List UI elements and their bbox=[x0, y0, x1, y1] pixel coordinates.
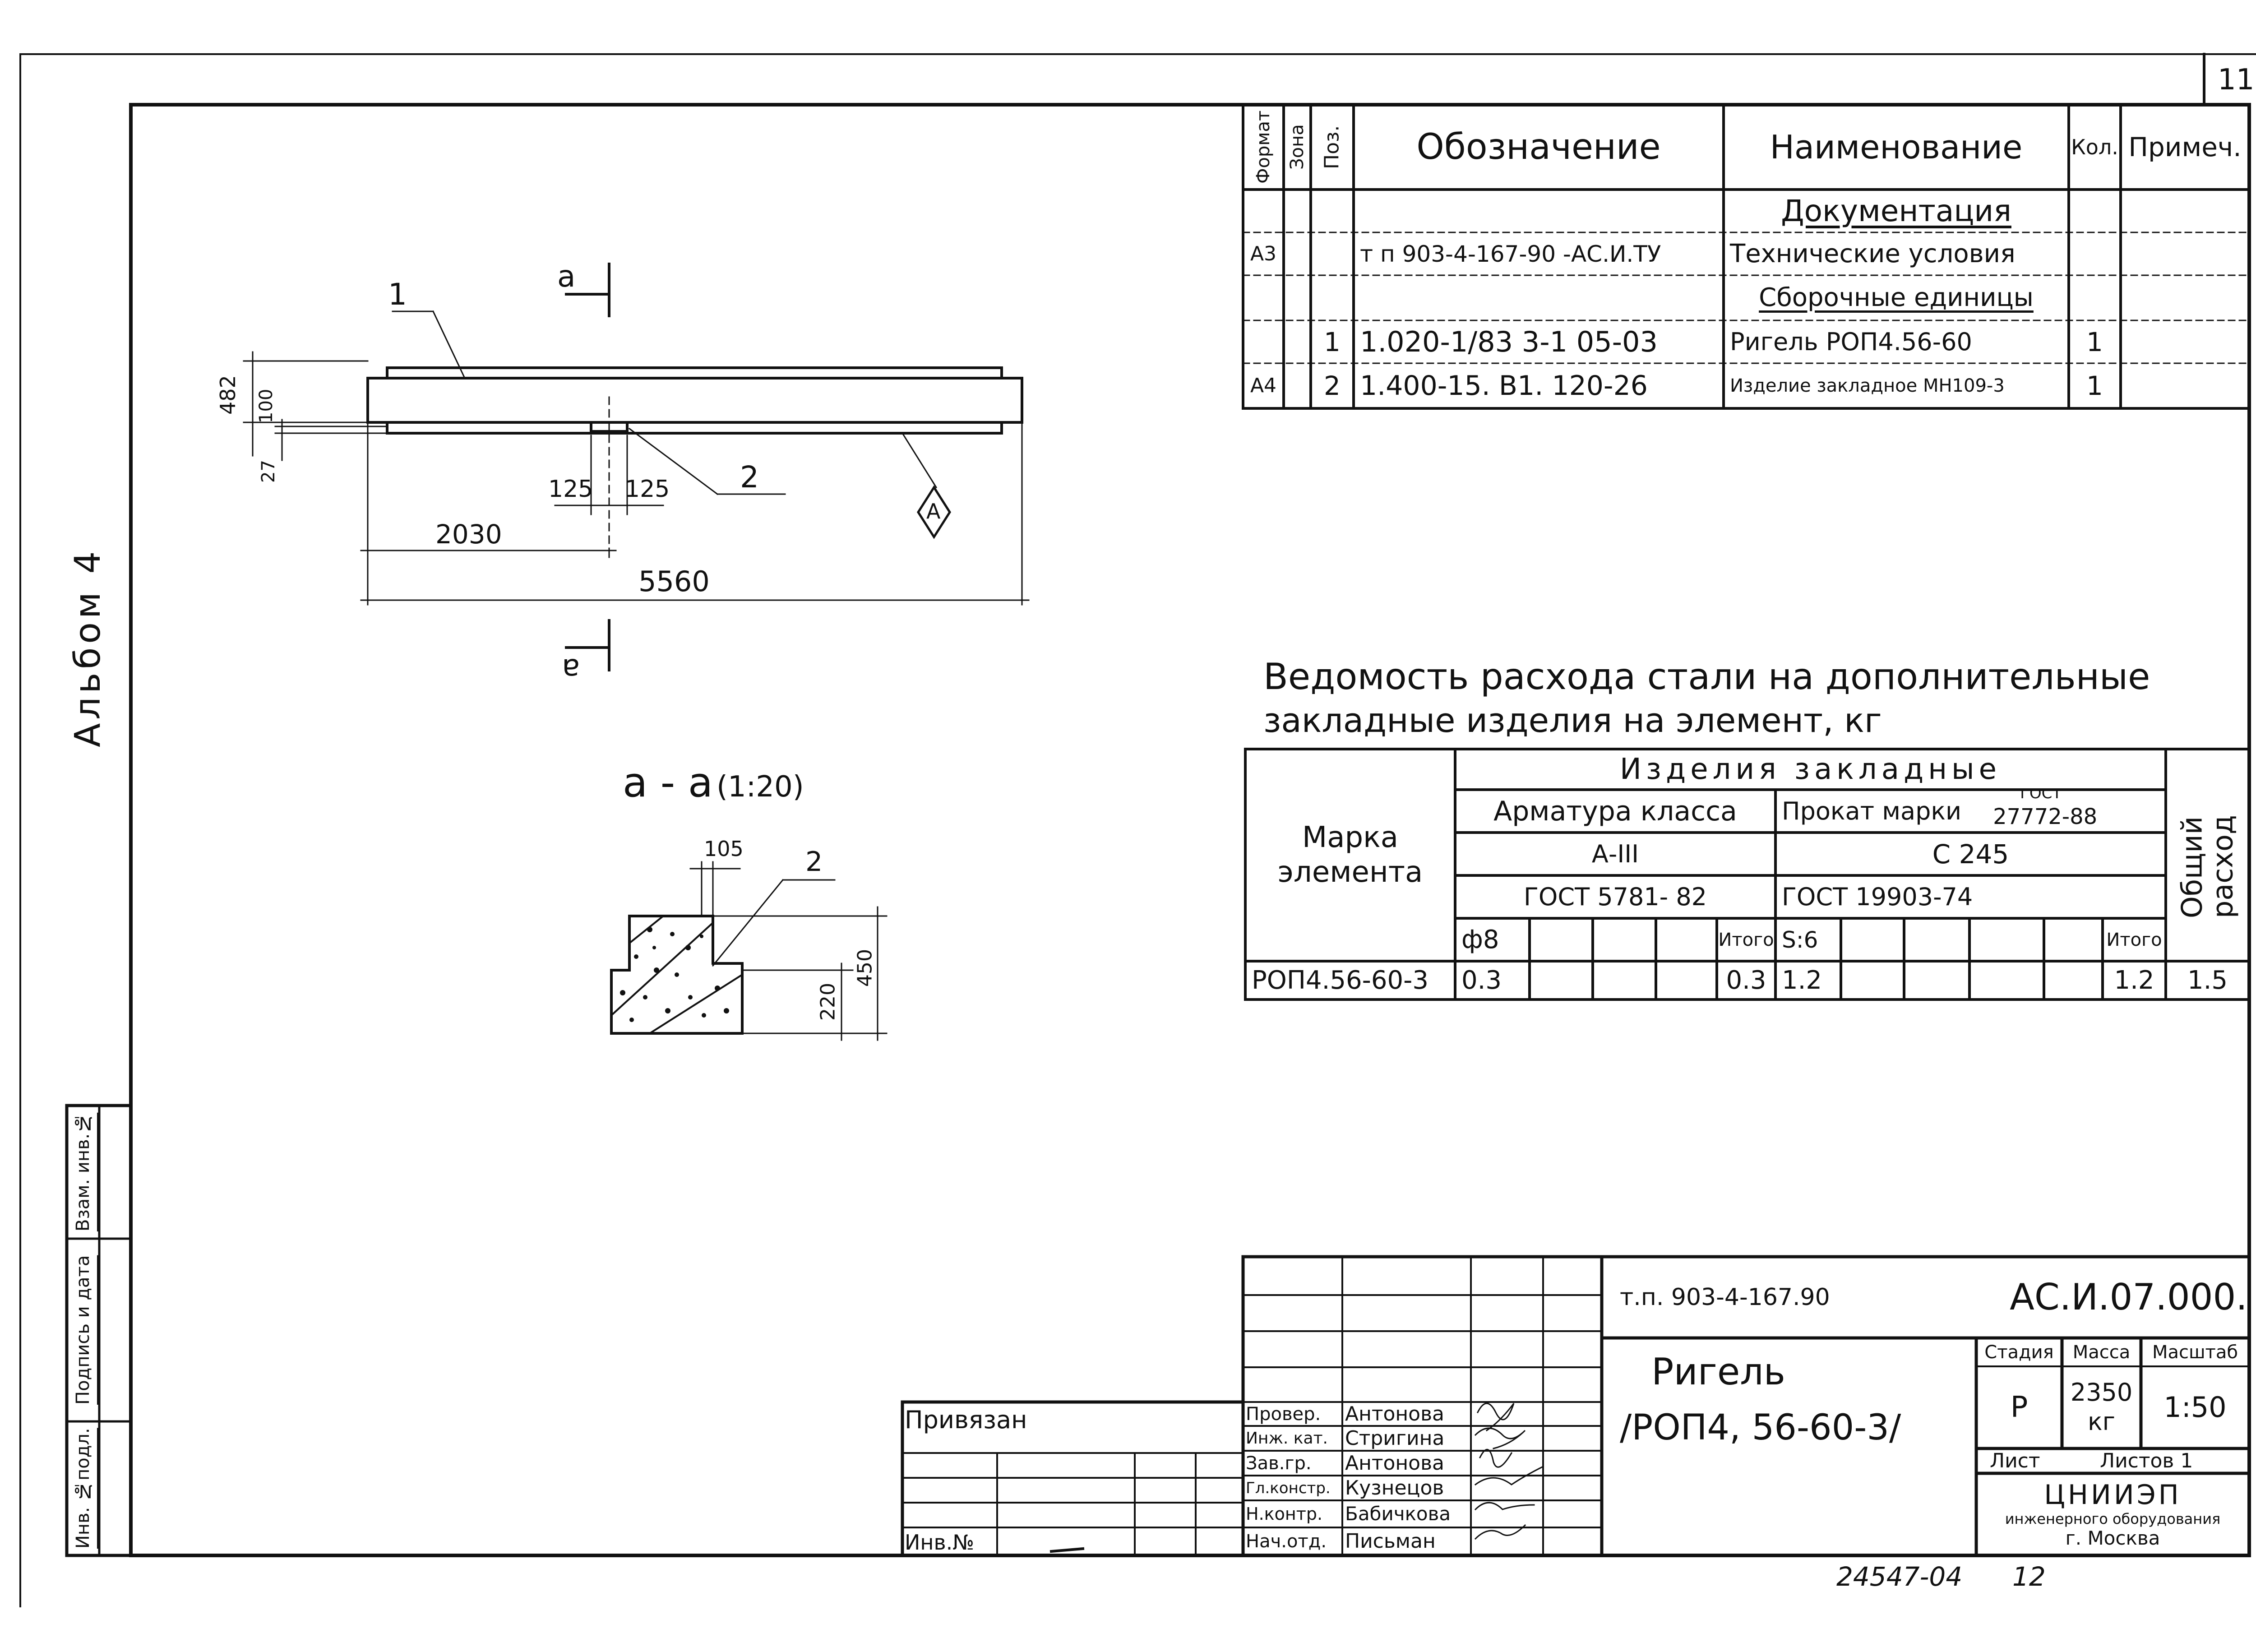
spec-row2-designation: 1.400-15. В1. 120-26 bbox=[1360, 370, 1648, 402]
section-scale: (1:20) bbox=[717, 770, 804, 804]
plan-dim-2030: 2030 bbox=[435, 519, 502, 550]
side-stamp-podpis: Подпись и дата bbox=[73, 1255, 93, 1405]
tb-masshtab: 1:50 bbox=[2164, 1391, 2227, 1424]
tb-massa-header: Масса bbox=[2072, 1342, 2131, 1363]
tb-privyazan: Привязан bbox=[905, 1406, 1027, 1434]
section-dim-450: 450 bbox=[853, 949, 877, 987]
steel-gost-5781: ГОСТ 5781- 82 bbox=[1523, 882, 1707, 911]
steel-row-mark: РОП4.56-60-3 bbox=[1252, 965, 1428, 995]
steel-gost-top: ГОСТ bbox=[2020, 790, 2062, 802]
side-stamp-inv-podl: Инв. №подл. bbox=[73, 1428, 93, 1549]
spec-doc-designation: т п 903-4-167-90 -АС.И.ТУ bbox=[1360, 241, 1661, 267]
bottom-page: 12 bbox=[2012, 1561, 2046, 1592]
steel-mark-header: Марка элемента bbox=[1277, 821, 1423, 889]
spec-row1-name: Ригель РОП4.56-60 bbox=[1730, 327, 1972, 356]
tb-name-2: Стригина bbox=[1345, 1426, 1445, 1450]
plan-dim-482: 482 bbox=[216, 375, 240, 415]
steel-s6-header: S:6 bbox=[1782, 926, 1818, 953]
spec-doc-name: Технические условия bbox=[1730, 239, 2016, 268]
tb-name-6: Письман bbox=[1345, 1530, 1436, 1553]
side-stamp-vzam-inv: Взам. инв.№ bbox=[73, 1112, 93, 1232]
tb-project: т.п. 903-4-167.90 bbox=[1620, 1284, 1830, 1311]
steel-row-itogo2: 1.2 bbox=[2114, 965, 2154, 995]
tb-name-1: Антонова bbox=[1345, 1402, 1444, 1425]
tb-inv-no: Инв.№ bbox=[905, 1530, 975, 1555]
tb-role-3: Зав.гр. bbox=[1246, 1453, 1312, 1474]
steel-itogo2-header: Итого bbox=[2106, 929, 2162, 950]
tb-org: ЦНИИЭП инженерного оборудования г. Москв… bbox=[2005, 1479, 2221, 1549]
steel-gost-19903: ГОСТ 19903-74 bbox=[1782, 882, 1973, 911]
plan-dim-100: 100 bbox=[256, 389, 277, 424]
tb-name-3: Антонова bbox=[1345, 1451, 1444, 1475]
spec-row2-format: А4 bbox=[1250, 374, 1277, 397]
spec-row2-qty: 1 bbox=[2086, 370, 2103, 401]
tb-code: АС.И.07.000. bbox=[2010, 1276, 2247, 1318]
spec-header-primech: Примеч. bbox=[2128, 132, 2242, 162]
spec-header-poz: Поз. bbox=[1320, 125, 1344, 169]
spec-doc-format: А3 bbox=[1250, 242, 1277, 265]
spec-header-format: Формат bbox=[1253, 110, 1274, 184]
tb-massa: 2350 кг bbox=[2070, 1378, 2133, 1436]
tb-role-6: Нач.отд. bbox=[1246, 1531, 1327, 1552]
sheet-number: 11 bbox=[2218, 63, 2255, 97]
plan-dim-5560: 5560 bbox=[638, 565, 710, 598]
tb-role-2: Инж. кат. bbox=[1246, 1429, 1328, 1448]
spec-header-naimenovanie: Наименование bbox=[1770, 128, 2023, 166]
steel-group-header: Изделия закладные bbox=[1620, 753, 2001, 786]
section-dim-220: 220 bbox=[816, 983, 840, 1021]
spec-row2-name: Изделие закладное МН109-3 bbox=[1730, 375, 2005, 396]
steel-row-total: 1.5 bbox=[2187, 965, 2228, 995]
steel-phi8-header: ф8 bbox=[1461, 925, 1499, 954]
spec-row2-poz: 2 bbox=[1324, 370, 1341, 401]
spec-section-units: Сборочные единицы bbox=[1759, 283, 2034, 312]
spec-header-zona: Зона bbox=[1287, 124, 1308, 170]
tb-role-1: Провер. bbox=[1246, 1403, 1321, 1425]
plan-section-mark-top: а bbox=[557, 259, 576, 294]
tb-stadiya: Р bbox=[2010, 1391, 2028, 1424]
plan-marker-a: А bbox=[926, 499, 941, 523]
plan-dim-27: 27 bbox=[258, 460, 279, 483]
tb-staff: Провер. Инж. кат. Зав.гр. Гл.констр. Н.к… bbox=[1243, 1402, 1478, 1555]
plan-dim-125-left: 125 bbox=[548, 476, 593, 503]
album-label: Альбом 4 bbox=[68, 547, 108, 748]
tb-name-5: Бабичкова bbox=[1345, 1503, 1451, 1525]
plan-dim-125-right: 125 bbox=[625, 476, 670, 503]
spec-section-docs: Документация bbox=[1781, 193, 2011, 228]
spec-row1-qty: 1 bbox=[2086, 326, 2103, 357]
steel-row-itogo1: 0.3 bbox=[1726, 965, 1766, 995]
bottom-code: 24547-04 bbox=[1836, 1561, 1963, 1592]
tb-role-4: Гл.констр. bbox=[1246, 1479, 1331, 1497]
plan-callout-1: 1 bbox=[388, 277, 407, 312]
tb-name-4: Кузнецов bbox=[1345, 1476, 1444, 1499]
steel-row-phi8: 0.3 bbox=[1461, 965, 1502, 995]
steel-title-line2: закладные изделия на элемент, кг bbox=[1263, 701, 1882, 740]
tb-masshtab-header: Масштаб bbox=[2152, 1342, 2238, 1363]
tb-list: Лист bbox=[1990, 1449, 2040, 1472]
album-label-text: Альбом 4 bbox=[68, 547, 108, 748]
steel-c245: С 245 bbox=[1932, 838, 2009, 870]
steel-gost-num: 27772-88 bbox=[1993, 804, 2098, 829]
spec-row1-designation: 1.020-1/83 3-1 05-03 bbox=[1360, 325, 1658, 358]
tb-role-5: Н.контр. bbox=[1246, 1504, 1323, 1524]
tb-name-line2: /РОП4, 56-60-3/ bbox=[1620, 1407, 1901, 1448]
spec-header-oboznachenie: Обозначение bbox=[1416, 127, 1661, 167]
tb-name-line1: Ригель bbox=[1651, 1351, 1786, 1393]
spec-header-kol: Кол. bbox=[2071, 135, 2118, 159]
steel-title-line1: Ведомость расхода стали на дополнительны… bbox=[1263, 656, 2150, 698]
plan-callout-2: 2 bbox=[740, 460, 759, 495]
tb-stadiya-header: Стадия bbox=[1984, 1342, 2054, 1363]
steel-total-header: Общий расход bbox=[2175, 815, 2239, 918]
tb-listov: Листов 1 bbox=[2100, 1449, 2193, 1472]
steel-class-a3: А-III bbox=[1591, 839, 1639, 868]
spec-row1-poz: 1 bbox=[1324, 326, 1341, 357]
plan-section-mark-bottom: а bbox=[562, 652, 580, 687]
steel-itogo1-header: Итого bbox=[1718, 929, 1774, 950]
steel-armatura: Арматура класса bbox=[1493, 795, 1737, 827]
steel-prokat: Прокат марки ГОСТ 27772-88 bbox=[1775, 790, 2166, 833]
steel-row-s6: 1.2 bbox=[1782, 965, 1822, 995]
section-dim-105: 105 bbox=[704, 837, 744, 861]
section-title: а - а(1:20) bbox=[623, 759, 804, 806]
section-callout-2: 2 bbox=[805, 846, 823, 878]
